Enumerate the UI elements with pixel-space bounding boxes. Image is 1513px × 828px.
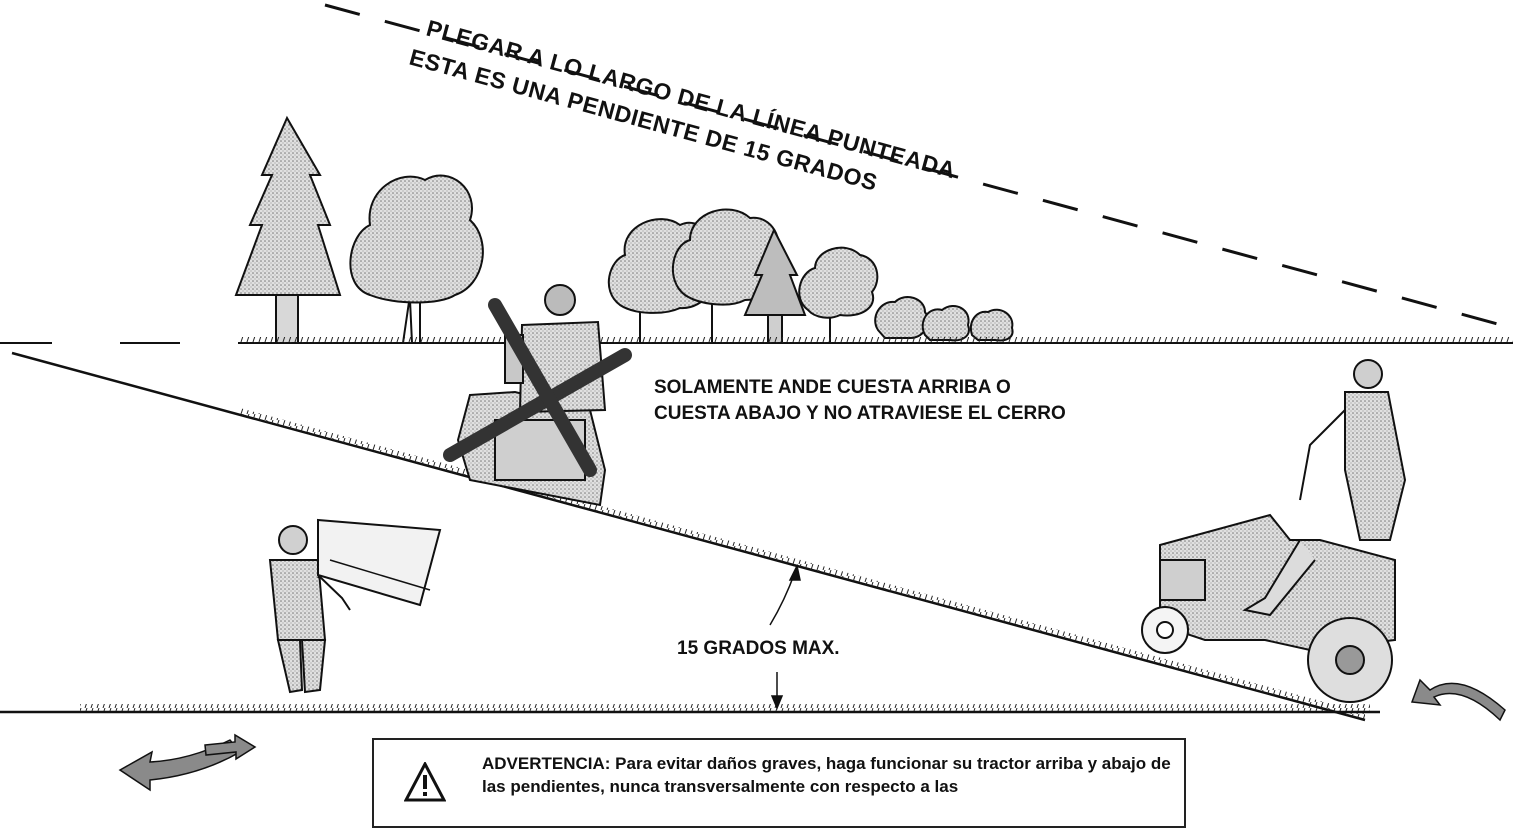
person-with-guide <box>268 518 442 694</box>
angle-indicator-arrows <box>769 563 801 710</box>
round-tree-4 <box>798 246 879 343</box>
instruction-line1: SOLAMENTE ANDE CUESTA ARRIBA O <box>654 377 1011 398</box>
tree-group <box>234 115 1014 344</box>
instruction-line2: CUESTA ABAJO Y NO ATRAVIESE EL CERRO <box>654 403 1066 424</box>
slope-guide-diagram: PLEGAR A LO LARGO DE LA LÍNEA PUNTEADA E… <box>0 3 1513 792</box>
pine-tree-small <box>743 227 807 344</box>
direction-arrows <box>118 678 1506 792</box>
bush-row <box>874 296 1014 342</box>
warning-triangle-icon <box>404 762 446 802</box>
fold-dashed-line <box>324 3 1506 328</box>
angle-label: 15 GRADOS MAX. <box>677 638 840 659</box>
warning-text: ADVERTENCIA: Para evitar daños graves, h… <box>482 754 1171 796</box>
pine-tree-large <box>234 115 342 344</box>
fold-instruction-line1: PLEGAR A LO LARGO DE LA LÍNEA PUNTEADA <box>424 14 959 184</box>
arrow-up-slope-icon <box>1410 678 1506 722</box>
round-tree-1 <box>349 174 484 344</box>
tractor-across-slope <box>456 284 607 507</box>
ground-grass <box>80 704 1370 711</box>
warning-box: ADVERTENCIA: Para evitar daños graves, h… <box>372 738 1186 828</box>
round-tree-3 <box>671 208 781 343</box>
arrow-walk-small-icon <box>204 733 257 761</box>
tractor-up-slope <box>1141 359 1407 703</box>
horizon-grass <box>238 337 1513 343</box>
do-not-cross-mark <box>443 298 632 477</box>
